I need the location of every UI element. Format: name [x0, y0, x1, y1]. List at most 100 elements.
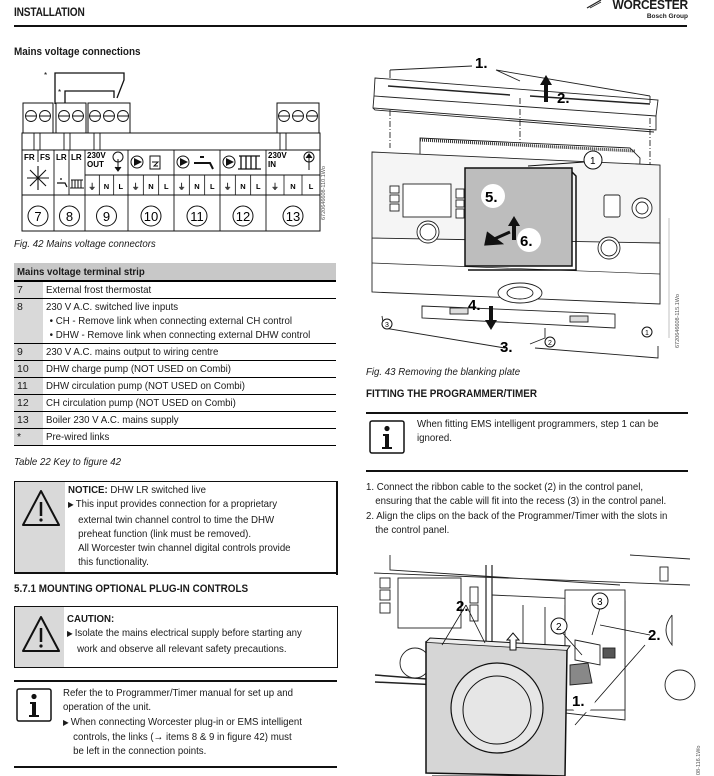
terminal-number-circle [140, 205, 162, 227]
tap-icon [57, 178, 68, 188]
pin-label: L [119, 182, 124, 191]
link-marker: * [44, 71, 47, 80]
callout: 2 [556, 622, 562, 633]
tap-icon [194, 156, 214, 170]
table-caption: Table 22 Key to figure 42 [14, 456, 122, 468]
step-label: 2. [456, 598, 469, 615]
row-description: DHW charge pump (NOT USED on Combi) [42, 360, 336, 378]
pump-icon [176, 155, 190, 169]
table-row: *Pre-wired links [14, 428, 336, 446]
label-lr: LR [71, 153, 82, 162]
label-lr: LR [56, 153, 67, 162]
step-line: the control panel. [375, 523, 450, 536]
row-key: 8 [14, 298, 43, 344]
figure-code: 6720646608-110.1Wo [321, 166, 327, 220]
radiator-icon [238, 155, 261, 170]
pin-label: N [290, 182, 295, 191]
brand-subtitle: Bosch Group [646, 13, 688, 20]
mains-voltage-heading: Mains voltage connections [14, 46, 141, 58]
step-label: 6. [520, 233, 533, 250]
link-marker: * [58, 88, 61, 97]
row-key: 10 [14, 360, 43, 378]
callout: 2 [548, 340, 552, 347]
text-line: this functionality. [78, 556, 149, 569]
pin-label: L [164, 182, 169, 191]
pin-label: L [256, 182, 261, 191]
bullet-item: • CH - Remove link when connecting exter… [49, 315, 292, 327]
label-in: IN [268, 160, 276, 169]
brand-name: WORCESTER [612, 0, 689, 12]
terminal-number-circle [186, 205, 208, 227]
info-note-right: When fitting EMS intelligent programmers… [417, 417, 693, 446]
swoosh-icon [586, 0, 602, 9]
row-key: 9 [14, 343, 43, 361]
pump-icon [222, 155, 236, 169]
text-line: When fitting EMS intelligent programmers… [417, 418, 659, 430]
row-key: 13 [14, 411, 43, 429]
terminal-number: 10 [144, 209, 158, 224]
step-label: 1. [572, 693, 585, 710]
figure-code: 08-116.1Wo [696, 746, 702, 775]
text-line: external twin channel control to time th… [78, 513, 275, 526]
table-title: Mains voltage terminal strip [14, 263, 336, 282]
row-key: * [14, 428, 43, 446]
terminal-number-circle [59, 205, 80, 227]
terminal-number: 13 [286, 209, 300, 224]
terminal-number: 9 [103, 209, 110, 224]
input-arrow-icon [303, 151, 315, 170]
figure-code: 6720646608-115.1Wo [675, 294, 681, 348]
bullet-item: • DHW - Remove link when connecting exte… [49, 329, 311, 341]
figure-42-terminal-diagram: * * FR FS LR LR 230V OUT 230V IN [21, 71, 327, 232]
pin-label: N [104, 182, 109, 191]
step-label: 5. [485, 189, 498, 206]
pre-wired-links [54, 72, 125, 104]
radiator-icon [70, 179, 84, 189]
row-description: Pre-wired links [42, 428, 336, 446]
warning-icon [22, 490, 60, 526]
row-key: 12 [14, 394, 43, 412]
callout: 3 [597, 597, 603, 608]
output-arrow-icon [112, 151, 124, 172]
text-line: preheat function (link must be removed). [78, 527, 252, 540]
text-line: Refer the to Programmer/Timer manual for… [63, 687, 293, 699]
section-title: INSTALLATION [14, 7, 85, 19]
snowflake-icon [27, 166, 49, 190]
figure-43-blanking-plate: 1. 2. 3. 4. 5. 6. 1 1 2 3 6720646608-115… [371, 55, 681, 359]
pin-label: ⏚ [88, 182, 96, 191]
step-label: 2. [557, 90, 570, 107]
row-description: CH circulation pump (NOT USED on Combi) [42, 394, 336, 412]
text-line: All Worcester twin channel digital contr… [78, 542, 291, 555]
terminal-number: 12 [236, 209, 250, 224]
step-label: 1. [475, 55, 488, 72]
text-line: be left in the connection points. [73, 745, 207, 758]
terminal-number-circle [27, 205, 49, 227]
row-description: External frost thermostat [42, 281, 336, 299]
text-line: ▶ When connecting Worcester plug-in or E… [63, 715, 302, 728]
callout: 1 [645, 330, 649, 337]
notice-box: NOTICE: DHW LR switched live ▶ This inpu… [14, 481, 337, 574]
text-line: controls, the links (→ items 8 & 9 in fi… [73, 730, 292, 743]
step-line: 1. Connect the ribbon cable to the socke… [366, 481, 644, 493]
figure-43-caption: Fig. 43 Removing the blanking plate [366, 366, 521, 378]
terminal-number: 8 [66, 209, 73, 224]
text-line: ▶ Isolate the mains electrical supply be… [67, 627, 302, 640]
step-label: 2. [648, 627, 661, 644]
caution-box: CAUTION: ▶ Isolate the mains electrical … [14, 606, 338, 668]
figure-42-caption: Fig. 42 Mains voltage connectors [14, 238, 156, 250]
callout: 3 [385, 322, 389, 329]
label-out: OUT [87, 160, 104, 169]
row-description: Boiler 230 V A.C. mains supply [42, 411, 336, 429]
warning-icon [22, 616, 60, 652]
figure-44-fitting-programmer: 2. 2. 1. 3 2 08-116.1Wo [373, 554, 702, 776]
text-line: ▶ This input provides connection for a p… [68, 498, 278, 511]
pin-label: N [194, 182, 199, 191]
pin-label: N [148, 182, 153, 191]
